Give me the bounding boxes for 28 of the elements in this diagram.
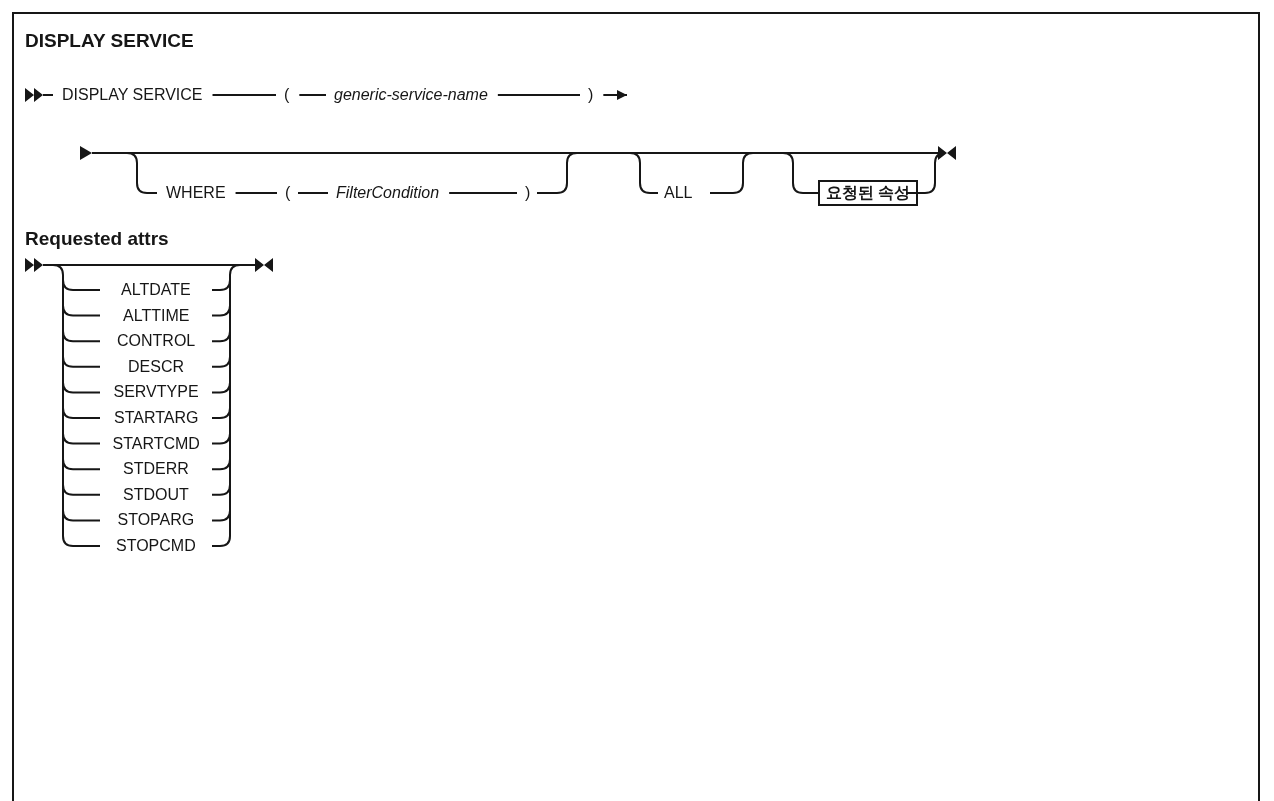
connector-line: [448, 192, 518, 194]
connector-line: [496, 94, 581, 96]
keyword: DISPLAY SERVICE: [62, 85, 203, 105]
keyword: STDERR: [123, 459, 189, 480]
connector-line: [211, 94, 277, 96]
keyword: SERVTYPE: [113, 382, 199, 403]
keyword: (: [284, 85, 290, 105]
keyword: CONTROL: [117, 331, 196, 352]
keyword: STOPCMD: [116, 536, 196, 556]
arrow: [602, 90, 628, 100]
keyword: DESCR: [128, 356, 184, 377]
keyword: WHERE: [166, 183, 226, 203]
keyword: STDOUT: [123, 484, 189, 505]
keyword: (: [285, 183, 291, 203]
keyword: ALTDATE: [121, 280, 191, 300]
keyword: STARTCMD: [112, 433, 200, 454]
keyword: ): [588, 85, 594, 105]
connector-line: [298, 94, 327, 96]
keyword: ALL: [664, 183, 693, 203]
section-heading: Requested attrs: [25, 228, 169, 250]
keyword: ALTTIME: [123, 305, 190, 326]
reference-box: 요청된 속성: [818, 180, 919, 206]
diagram-title: DISPLAY SERVICE: [25, 30, 194, 52]
variable-name: FilterCondition: [336, 183, 440, 203]
variable-name: generic-service-name: [334, 85, 488, 105]
keyword: ): [525, 183, 531, 203]
keyword: STARTARG: [114, 408, 199, 428]
keyword: STOPARG: [117, 510, 195, 531]
